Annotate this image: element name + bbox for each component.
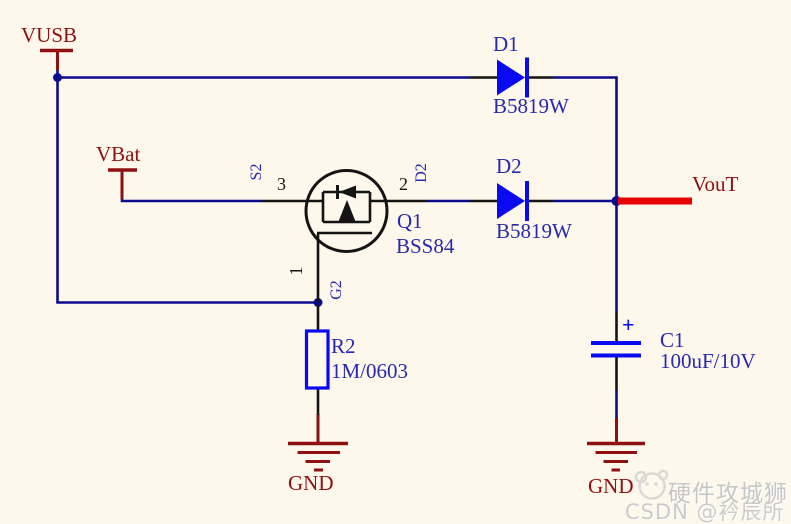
c1-capacitor-symbol: [591, 341, 641, 358]
q1-value: BSS84: [396, 234, 455, 258]
q1-body-diode-arrow: [339, 185, 356, 199]
q1-pin-number-gate: 1: [286, 266, 306, 276]
d1-anode-triangle: [497, 59, 525, 96]
d2-anode-triangle: [497, 183, 525, 219]
d1-value: B5819W: [493, 94, 569, 118]
gnd-label-left: GND: [288, 471, 334, 495]
r2-value: 1M/0603: [331, 359, 409, 383]
watermark-logo-icon: [634, 469, 669, 500]
junction-dot-vusb: [53, 73, 62, 82]
wire-d1-to-vout-node: [553, 76, 618, 201]
d2-diode-symbol: [497, 181, 529, 221]
r2-designator: R2: [331, 334, 356, 358]
q1-mosfet-symbol: [304, 169, 389, 253]
q1-pin-name-drain: D2: [413, 163, 430, 183]
d1-diode-symbol: [497, 57, 529, 98]
watermark-brand: 硬件攻城狮: [668, 481, 788, 507]
component-pins: [262, 76, 618, 415]
q1-pin-name-gate: G2: [328, 280, 345, 300]
d1-designator: D1: [493, 32, 519, 56]
power-symbols: [40, 48, 645, 472]
vusb-power-bar-icon: [40, 48, 73, 70]
vout-net-label: VouT: [692, 172, 739, 196]
wires: [56, 70, 618, 418]
r2-resistor-symbol: [304, 329, 330, 390]
q1-pin-number-source: 3: [277, 174, 286, 194]
c1-designator: C1: [660, 328, 685, 352]
gnd-symbol-right-icon: [587, 418, 645, 472]
vbat-power-bar-icon: [108, 168, 137, 199]
wire-vusb-to-gate-node: [56, 77, 318, 304]
q1-pin-name-source: S2: [248, 163, 265, 181]
gnd-label-right: GND: [588, 474, 634, 498]
wire-vbat-to-q1: [120, 199, 262, 203]
q1-channel-arrow: [338, 200, 356, 222]
q1-designator: Q1: [397, 209, 423, 233]
d2-designator: D2: [496, 154, 522, 178]
watermark-credit: CSDN @衿辰所致: [625, 500, 785, 524]
d2-value: B5819W: [496, 219, 572, 243]
c1-value: 100uF/10V: [660, 349, 756, 373]
vbat-net-label: VBat: [96, 142, 141, 166]
q1-pin-number-drain: 2: [399, 174, 408, 194]
c1-polarity-plus: +: [622, 312, 635, 337]
vusb-net-label: VUSB: [21, 23, 78, 47]
gnd-symbol-left-icon: [288, 414, 348, 472]
q1-body-circle: [304, 169, 389, 253]
